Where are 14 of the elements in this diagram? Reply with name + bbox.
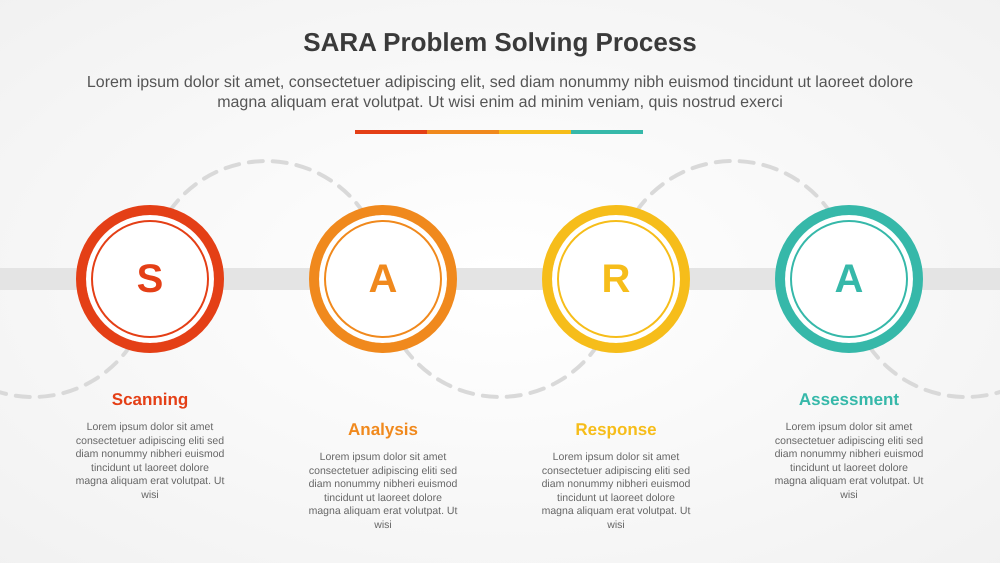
step-description: Lorem ipsum dolor sit amet consectetuer adipiscing eliti sed diam nonummy nibheri euismod tincidunt ut laoreet dolore magna aliquam erat volutpat. Ut wisi [75,421,225,502]
step-letter: A [834,256,864,302]
step-heading: Scanning [110,390,190,410]
title: SARA Problem Solving Process [302,27,698,58]
step-letter: A [368,256,398,302]
step-letter: R [602,256,630,302]
step-heading: Assessment [798,390,900,410]
step-heading: Response [574,420,658,440]
step-letter: S [136,256,164,302]
subtitle-text: Lorem ipsum dolor sit amet, consectetuer adipiscing elit, sed diam nonummy nibh euismod tincidunt ut laoreet dolore magna aliquam erat volutpat. Ut wisi enim ad minim veniam, quis nostrud exerci [86,73,914,113]
step-heading: Analysis [347,420,419,440]
step-description: Lorem ipsum dolor sit amet consectetuer adipiscing eliti sed diam nonummy nibheri euismod tincidunt ut laoreet dolore magna aliquam erat volutpat. Ut wisi [774,421,924,502]
step-description: Lorem ipsum dolor sit amet consectetuer adipiscing eliti sed diam nonummy nibheri euismod tincidunt ut laoreet dolore magna aliquam erat volutpat. Ut wisi [308,451,458,532]
step-description: Lorem ipsum dolor sit amet consectetuer adipiscing eliti sed diam nonummy nibheri euismod tincidunt ut laoreet dolore magna aliquam erat volutpat. Ut wisi [541,451,691,532]
